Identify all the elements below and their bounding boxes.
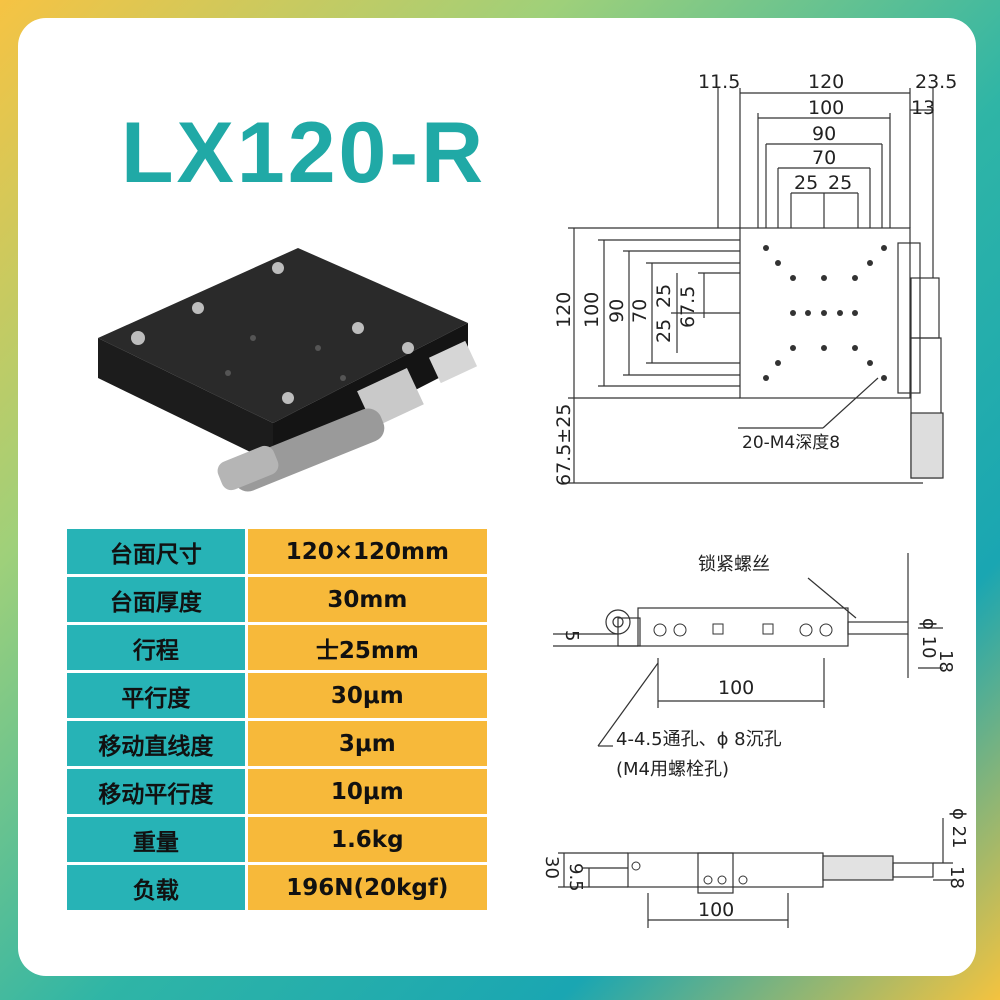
hole-note: 4-4.5通孔、ϕ 8沉孔: [616, 729, 782, 750]
dim-side-18: 18: [935, 650, 956, 673]
dim-left-25b: 25: [653, 319, 675, 343]
dim-top-13: 13: [911, 97, 935, 119]
dim-front-18: 18: [946, 866, 967, 889]
dim-left-675: 67.5: [677, 286, 699, 328]
product-photo: [98, 248, 478, 492]
spec-value: 30mm: [244, 574, 491, 625]
spec-label: 台面尺寸: [64, 526, 248, 577]
spec-value: 士25mm: [244, 622, 491, 673]
spec-value: 196N(20kgf): [244, 862, 491, 913]
spec-label: 台面厚度: [64, 574, 248, 625]
dim-top-90: 90: [812, 123, 836, 145]
dim-travel: 67.5±25: [553, 404, 575, 486]
dim-left-100: 100: [581, 292, 603, 328]
spec-row: 行程士25mm: [64, 622, 491, 673]
dim-left-90: 90: [606, 299, 628, 323]
dim-top-100: 100: [808, 97, 844, 119]
dim-front-95: 9.5: [565, 863, 586, 892]
side-view-body: [637, 607, 849, 647]
dim-left-25a: 25: [653, 284, 675, 308]
dim-front-100: 100: [698, 899, 734, 921]
spec-value: 30μm: [244, 670, 491, 721]
technical-drawing: 11.5 120 23.5 100 13 90 70 25 25 120 100…: [541, 71, 969, 928]
model-title: LX120-R: [121, 105, 487, 201]
dim-top-25a: 25: [794, 172, 818, 194]
spec-value: 1.6kg: [244, 814, 491, 865]
dim-top-right: 23.5: [915, 71, 957, 93]
dim-side-100: 100: [718, 677, 754, 699]
spec-label: 行程: [64, 622, 248, 673]
spec-label: 重量: [64, 814, 248, 865]
spec-label: 移动平行度: [64, 766, 248, 817]
dim-left-70: 70: [629, 299, 651, 323]
spec-label: 负载: [64, 862, 248, 913]
callout-m4: 20-M4深度8: [742, 433, 840, 453]
spec-value: 3μm: [244, 718, 491, 769]
dim-phi21: ϕ 21: [948, 808, 969, 849]
dim-front-30: 30: [541, 856, 562, 879]
lock-screw-label: 锁紧螺丝: [698, 554, 770, 575]
dim-side-5: 5: [561, 630, 582, 641]
dim-top-left: 11.5: [698, 71, 740, 93]
spec-value: 120×120mm: [244, 526, 491, 577]
dim-left-120: 120: [553, 292, 575, 328]
dim-top-overall: 120: [808, 71, 844, 93]
dim-top-70: 70: [812, 147, 836, 169]
spec-label: 平行度: [64, 670, 248, 721]
spec-label: 移动直线度: [64, 718, 248, 769]
bolt-note: (M4用螺栓孔): [616, 759, 729, 780]
spec-value: 10μm: [244, 766, 491, 817]
dim-top-25b: 25: [828, 172, 852, 194]
dim-phi10: ϕ 10: [918, 618, 939, 659]
